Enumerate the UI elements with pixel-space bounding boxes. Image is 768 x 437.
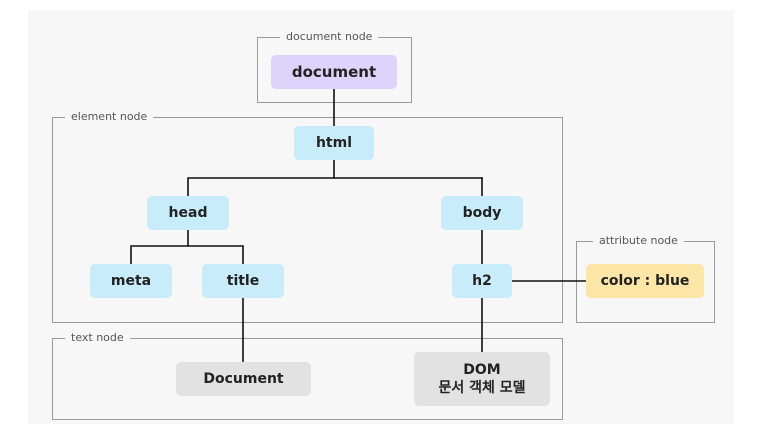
html-node: html: [294, 126, 374, 160]
meta-node: meta: [90, 264, 172, 298]
attribute-node-group: attribute node: [576, 233, 715, 323]
element-node-group-label: element node: [65, 109, 154, 125]
text-node-group: text node: [52, 330, 563, 420]
text-dom-node-line1: DOM: [463, 362, 501, 378]
element-node-group: element node: [52, 109, 563, 323]
head-node: head: [147, 196, 229, 230]
attribute-node-group-label: attribute node: [593, 233, 684, 249]
document-node: document: [271, 55, 397, 89]
document-node-group-label: document node: [280, 29, 379, 45]
text-dom-node: DOM 문서 객체 모델: [414, 352, 550, 406]
body-node-label: body: [462, 205, 502, 221]
h2-node-label: h2: [472, 273, 492, 289]
attribute-color-node-label: color : blue: [600, 273, 690, 289]
h2-node: h2: [452, 264, 512, 298]
text-document-node: Document: [176, 362, 311, 396]
html-node-label: html: [315, 135, 353, 151]
body-node: body: [441, 196, 523, 230]
title-node-label: title: [226, 273, 260, 289]
head-node-label: head: [168, 205, 208, 221]
text-node-group-label: text node: [65, 330, 130, 346]
text-document-node-label: Document: [203, 371, 284, 387]
document-node-label: document: [291, 63, 377, 81]
meta-node-label: meta: [110, 273, 152, 289]
text-dom-node-line2: 문서 객체 모델: [438, 380, 526, 396]
attribute-color-node: color : blue: [586, 264, 704, 298]
title-node: title: [202, 264, 284, 298]
